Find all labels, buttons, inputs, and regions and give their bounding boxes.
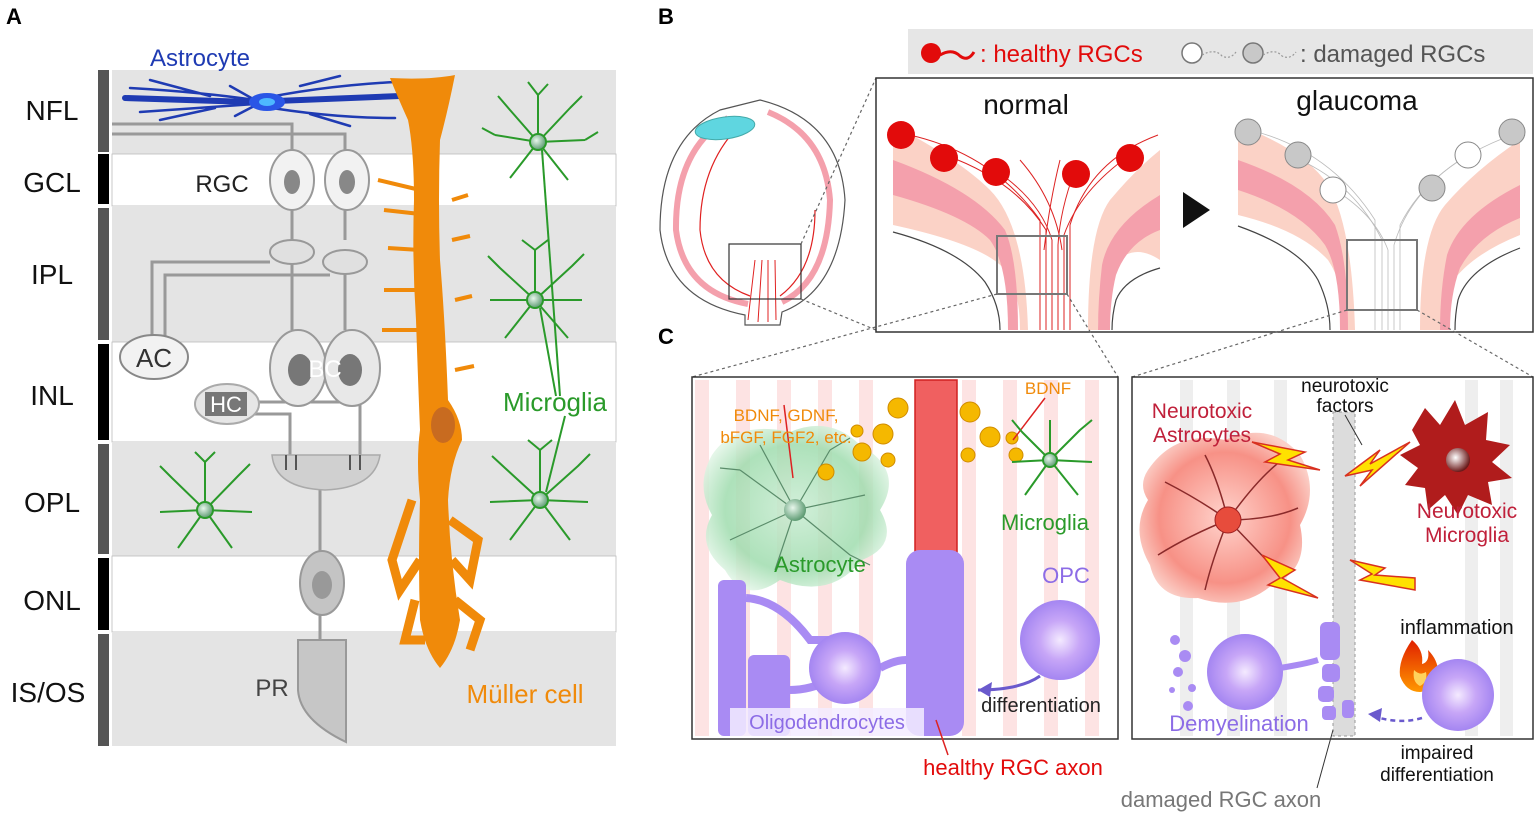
neurotoxic-microglia-line-1: Neurotoxic (1417, 500, 1517, 523)
impaired-line-2: differentiation (1380, 765, 1494, 786)
layer-bars (98, 70, 109, 746)
panel-c-left: BDNF, GDNF, bFGF, FGF2, etc. BDNF Astroc… (691, 376, 1119, 740)
layer-label-gcl: GCL (23, 167, 81, 198)
opc-cell (1020, 600, 1100, 680)
layer-label-nfl: NFL (26, 95, 79, 126)
ac-label: AC (136, 343, 172, 373)
myelin-debris (1169, 622, 1354, 720)
factors-leader-right (1344, 414, 1363, 446)
normal-label: normal (983, 89, 1069, 120)
oligodendrocytes-label: Oligodendrocytes (749, 712, 905, 734)
rgc-label: RGC (195, 171, 248, 198)
bdnf-leader (1012, 397, 1046, 441)
panel-a-letter: A (6, 4, 22, 29)
factors-line-2: bFGF, FGF2, etc. (720, 428, 851, 447)
panel-c-letter: C (658, 324, 674, 349)
neurotoxic-astro-line-1: Neurotoxic (1152, 400, 1252, 423)
pr-label: PR (255, 675, 288, 702)
astrocyte-blue (122, 74, 403, 128)
legend-healthy-text: : healthy RGCs (980, 41, 1143, 68)
factors-leader (783, 404, 794, 479)
impaired-line-1: impaired (1401, 743, 1474, 764)
microglia-a-1 (481, 81, 599, 181)
legend-healthy-glyph (921, 43, 976, 63)
eyeball (659, 99, 846, 326)
glaucoma-onh (1234, 118, 1526, 331)
damaged-axon-leader (1316, 729, 1334, 789)
microglia-leader-lines (539, 149, 566, 493)
healthy-axon-label: healthy RGC axon (923, 755, 1103, 780)
rgc-cells (269, 149, 370, 275)
panel-c: C (658, 293, 1534, 812)
microglia-a-2 (487, 239, 585, 339)
layer-label-onl: ONL (23, 585, 81, 616)
inflammation-label: inflammation (1400, 617, 1513, 639)
layer-label-inl: INL (30, 380, 74, 411)
healthy-axon-leader (935, 719, 949, 756)
bdnf-label: BDNF (1025, 379, 1071, 398)
panel-c-right: Neurotoxic Astrocytes neurotoxic factors… (1131, 376, 1534, 740)
layer-label-isos: IS/OS (11, 677, 86, 708)
legend-box (908, 29, 1533, 74)
legend-damaged-glyph (1181, 42, 1297, 64)
neurotoxic-factors-line-2: factors (1316, 396, 1373, 417)
panel-b-letter: B (658, 4, 674, 29)
layer-label-opl: OPL (24, 487, 80, 518)
zoom-lines-c (691, 293, 1534, 378)
astrocyte-label: Astrocyte (150, 45, 250, 72)
retina-layer-bands (111, 70, 617, 746)
arrow-normal-to-glaucoma (1183, 192, 1210, 228)
panel-b: B : healthy RGCs : damaged RGCs (658, 4, 1534, 333)
glaucoma-label: glaucoma (1296, 85, 1418, 116)
hc-nucleus (205, 392, 247, 416)
legend-damaged-text: : damaged RGCs (1300, 41, 1485, 68)
bc-label: BC (308, 356, 341, 383)
photoreceptor (271, 454, 381, 744)
panel-a: A NFL GCL IPL INL OPL ONL (6, 4, 617, 746)
zoom-lines-b (800, 77, 877, 331)
differentiation-label: differentiation (981, 695, 1101, 717)
muller-label: Müller cell (466, 679, 583, 709)
astrocyte-c-label: Astrocyte (774, 552, 866, 577)
microglia-c (1011, 419, 1093, 496)
neurotoxic-astro-line-2: Astrocytes (1153, 424, 1251, 447)
neurotoxic-microglia-line-2: Microglia (1425, 524, 1509, 547)
factors-line-1: BDNF, GDNF, (734, 406, 839, 425)
bc-cells (269, 329, 381, 407)
muller-cell (377, 75, 486, 668)
microglia-a-4 (159, 451, 253, 549)
microglia-a-3 (489, 439, 591, 541)
layer-labels: NFL GCL IPL INL OPL ONL IS/OS (11, 95, 86, 708)
damaged-axon-label: damaged RGC axon (1121, 787, 1322, 812)
neurotoxic-factors-line-1: neurotoxic (1301, 376, 1389, 397)
normal-onh (887, 121, 1161, 331)
hc-label: HC (210, 392, 242, 417)
layer-label-ipl: IPL (31, 259, 73, 290)
ac-cell (119, 334, 189, 380)
microglia-label: Microglia (503, 387, 608, 417)
microglia-c-label: Microglia (1001, 510, 1090, 535)
demyelination-label: Demyelination (1169, 711, 1308, 736)
opc-label: OPC (1042, 563, 1090, 588)
